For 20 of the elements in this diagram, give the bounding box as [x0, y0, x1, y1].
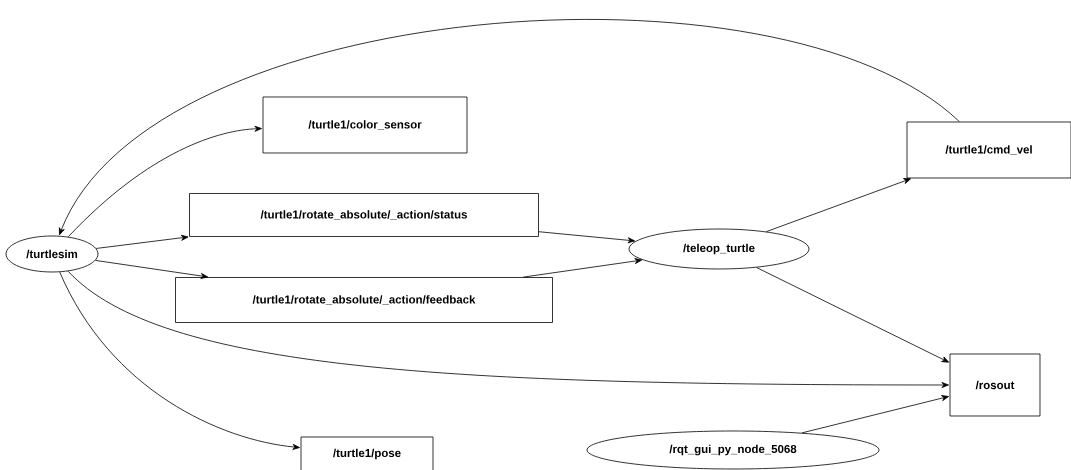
- arrow: [522, 258, 643, 278]
- arrow: [59, 19, 960, 236]
- topic-box: /turtle1/color_sensor: [262, 96, 468, 154]
- ellipse-node: /teleop_turtle: [628, 228, 810, 270]
- ellipse-node: /turtlesim: [5, 235, 99, 273]
- topic-box: /turtle1/rotate_absolute/_action/feedback: [175, 277, 553, 323]
- arrow: [801, 395, 949, 434]
- ellipse-node: /rqt_gui_py_node_5068: [586, 430, 880, 470]
- topic-box: /rosout: [949, 353, 1041, 417]
- arrow: [59, 271, 300, 450]
- arrow: [95, 234, 189, 249]
- arrow: [95, 260, 209, 279]
- topic-box: /turtle1/pose: [300, 436, 434, 470]
- arrow: [538, 231, 636, 244]
- arrow: [756, 267, 949, 363]
- arrow: [766, 178, 911, 232]
- topic-box: /turtle1/cmd_vel: [906, 121, 1071, 179]
- arrow: [67, 125, 262, 238]
- arrow: [67, 270, 949, 388]
- topic-box: /turtle1/rotate_absolute/_action/status: [189, 193, 539, 237]
